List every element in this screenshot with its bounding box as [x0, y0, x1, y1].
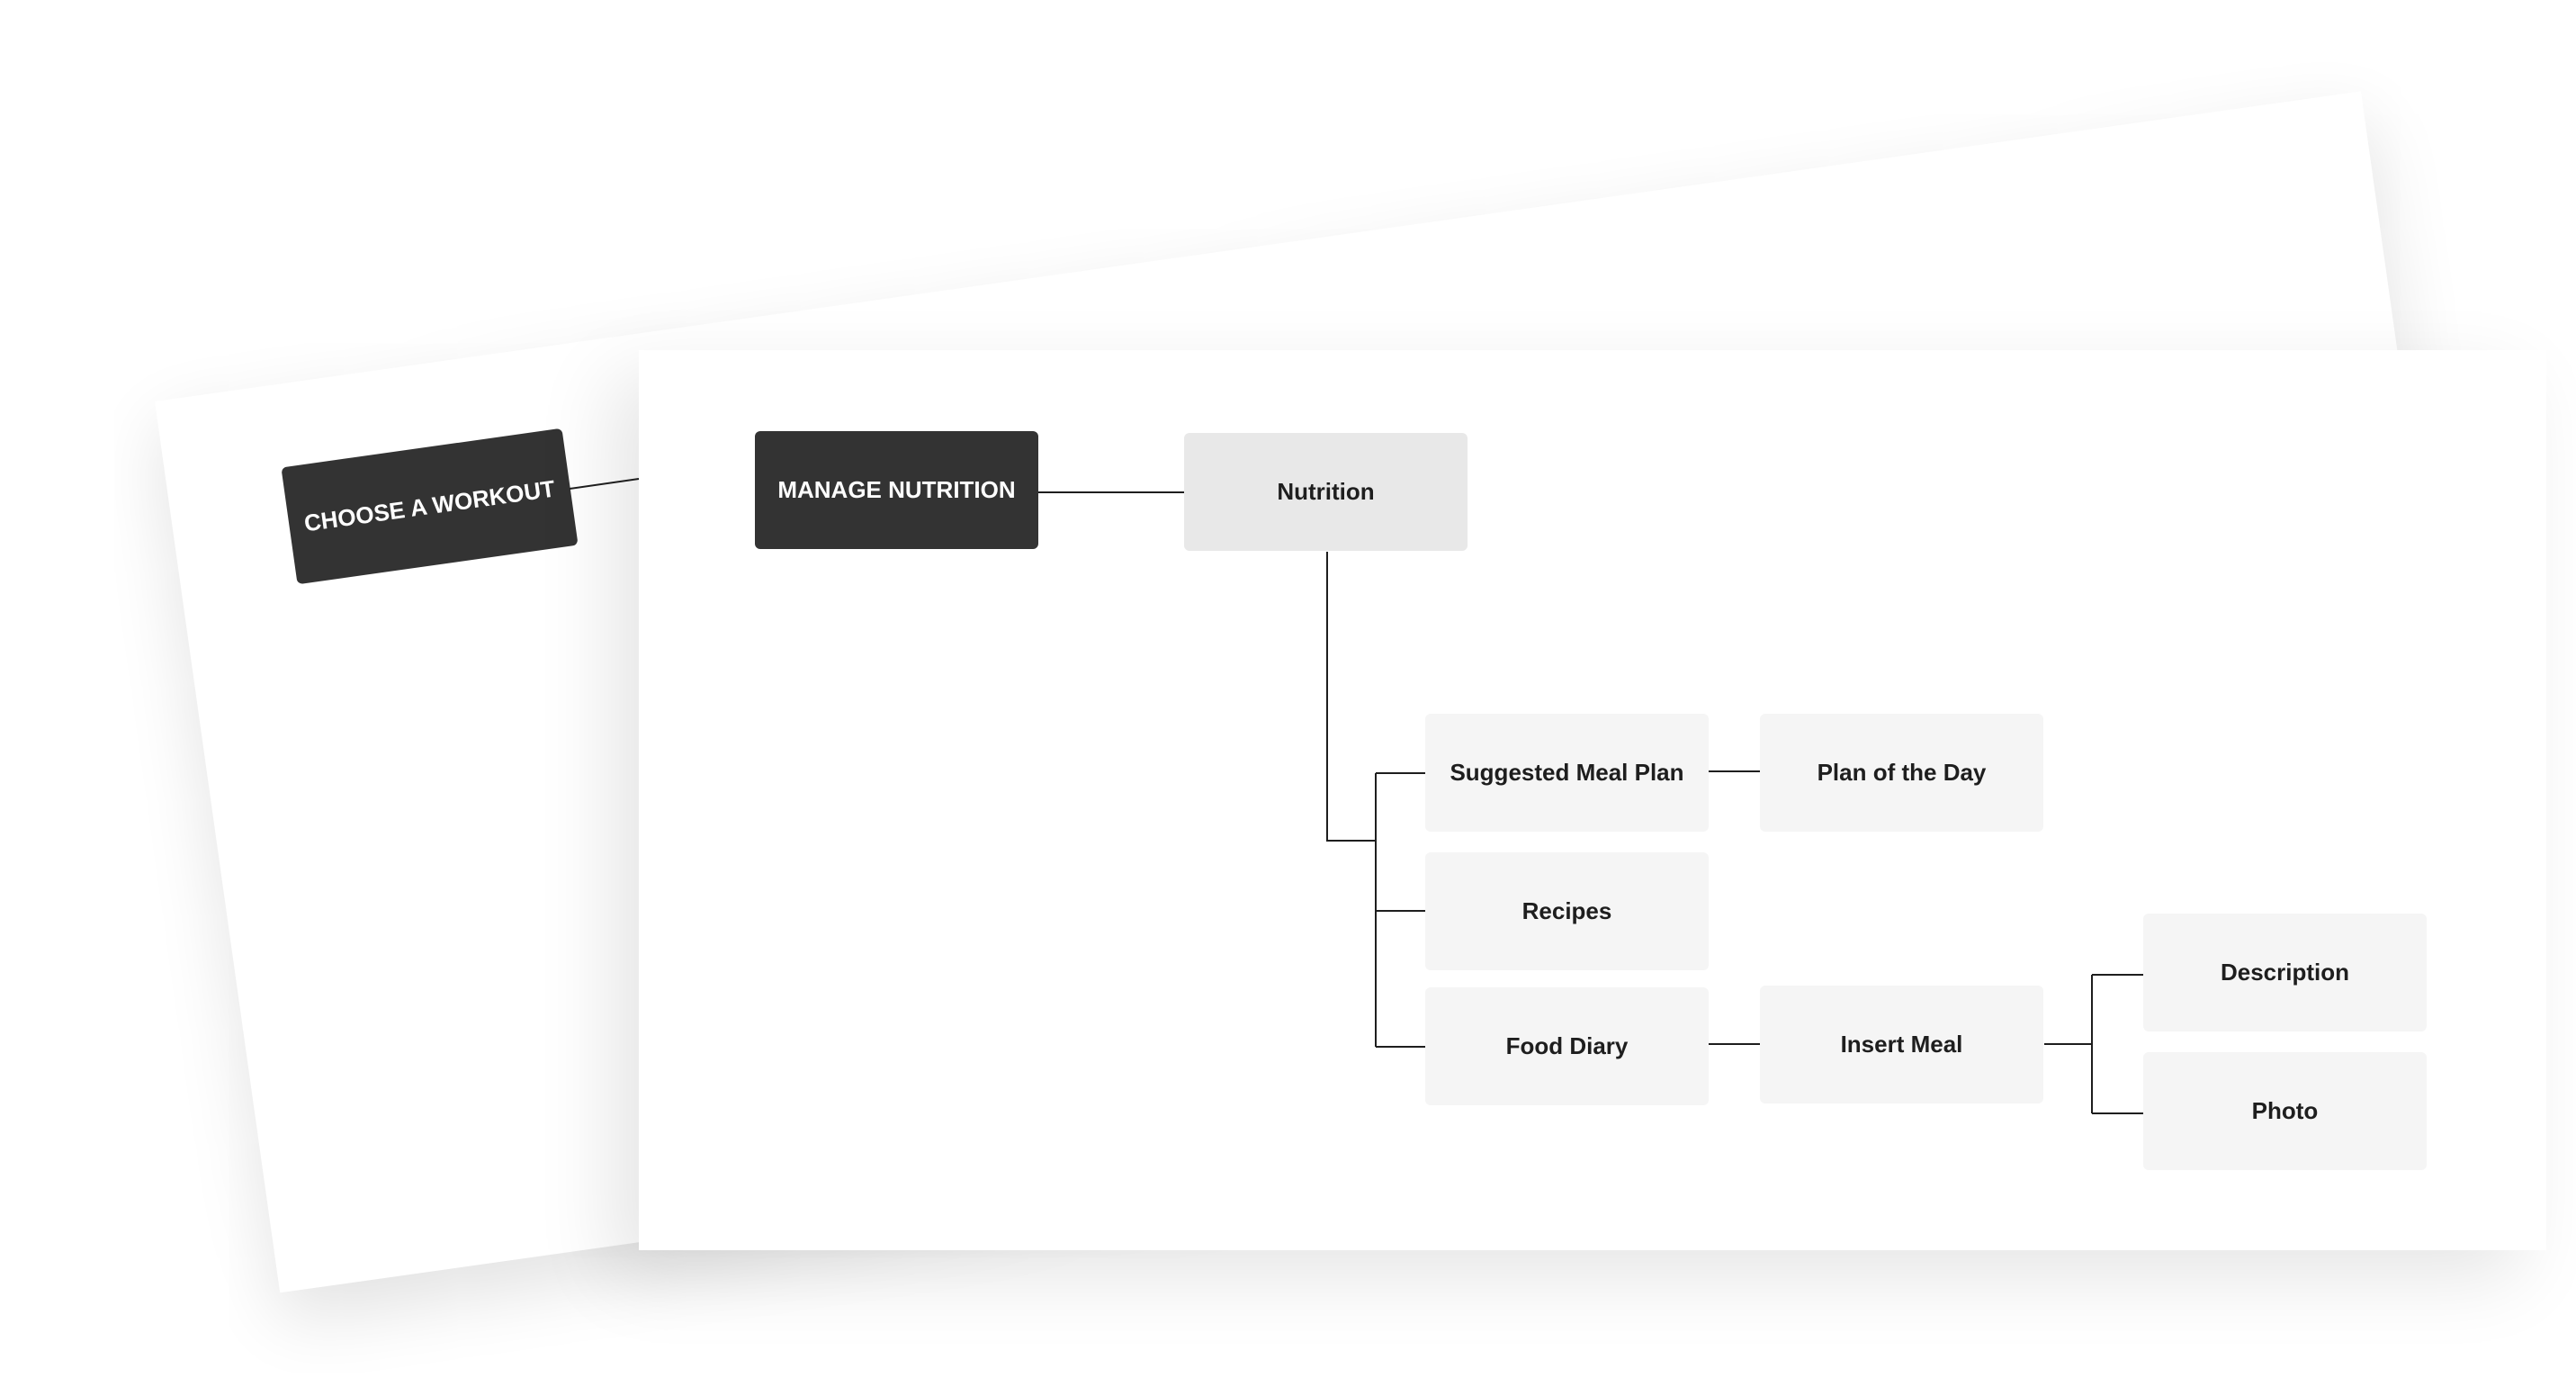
edge-nutrition-trunk	[1326, 552, 1376, 842]
node-plan-of-the-day[interactable]: Plan of the Day	[1760, 714, 2043, 832]
node-insert-meal[interactable]: Insert Meal	[1760, 986, 2043, 1103]
node-recipes[interactable]: Recipes	[1425, 852, 1709, 970]
node-nutrition[interactable]: Nutrition	[1184, 433, 1468, 551]
node-description[interactable]: Description	[2143, 914, 2427, 1031]
edge-choose-to-manage	[569, 478, 640, 490]
node-food-diary[interactable]: Food Diary	[1425, 987, 1709, 1105]
node-manage-nutrition[interactable]: MANAGE NUTRITION	[755, 431, 1038, 549]
node-photo[interactable]: Photo	[2143, 1052, 2427, 1170]
node-suggested-meal-plan[interactable]: Suggested Meal Plan	[1425, 714, 1709, 832]
